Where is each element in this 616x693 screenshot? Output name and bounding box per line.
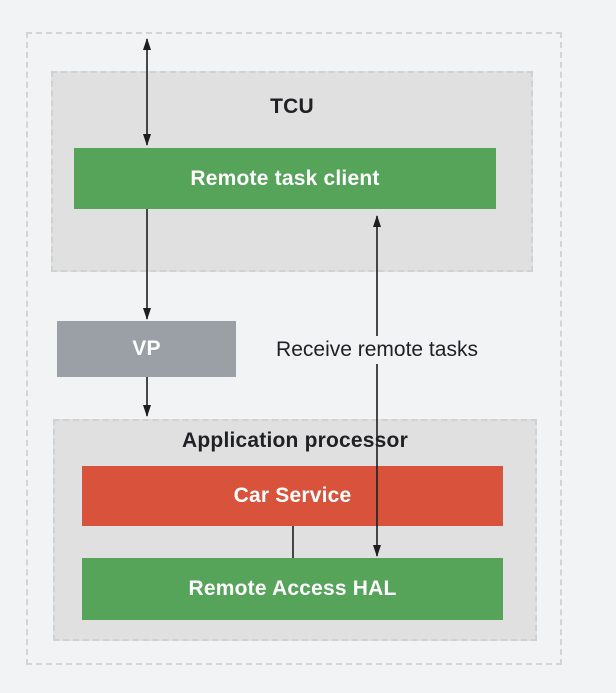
vp-box: VP	[57, 321, 236, 377]
receive-remote-tasks-label: Receive remote tasks	[271, 336, 483, 364]
car-service-label: Car Service	[233, 484, 352, 507]
vp-label: VP	[132, 337, 161, 360]
remote-access-hal-box: Remote Access HAL	[82, 558, 503, 620]
remote-access-hal-label: Remote Access HAL	[188, 577, 397, 600]
remote-task-client-box: Remote task client	[74, 148, 496, 209]
tcu-title: TCU	[270, 95, 314, 118]
car-service-box: Car Service	[82, 466, 503, 526]
application-processor-title: Application processor	[182, 429, 408, 452]
remote-task-client-label: Remote task client	[190, 166, 380, 190]
outer-dashed-boundary	[26, 32, 562, 665]
